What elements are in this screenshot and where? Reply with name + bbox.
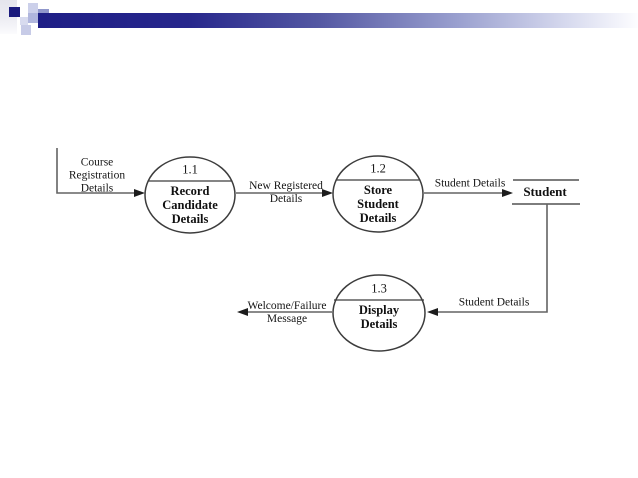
flow-label-line: Details bbox=[80, 182, 114, 195]
flow-label-line: New Registered bbox=[249, 180, 323, 192]
arrowhead-into-student-entity bbox=[502, 189, 513, 197]
flow-label-welcome-failure: Welcome/Failure Message bbox=[248, 300, 327, 326]
process-1-name: Record Candidate Details bbox=[162, 184, 218, 226]
process-name-line: Record bbox=[170, 184, 210, 198]
decor-square bbox=[21, 25, 31, 35]
process-name-line: Details bbox=[359, 211, 397, 225]
flow-label-new-registered: New Registered Details bbox=[249, 180, 323, 206]
decor-square-dark bbox=[9, 7, 20, 17]
student-entity-label: Student bbox=[523, 184, 567, 199]
process-2-number: 1.2 bbox=[370, 161, 386, 176]
arrowhead-into-process-3 bbox=[427, 308, 438, 316]
flow-label-course-registration: Course Registration Details bbox=[69, 157, 125, 196]
flow-label-line: Student Details bbox=[458, 296, 530, 309]
flow-label-line: Details bbox=[269, 193, 303, 205]
process-3-ellipse bbox=[332, 274, 426, 352]
arrowhead-into-process-1 bbox=[134, 189, 145, 197]
flow-label-line: Welcome/Failure bbox=[247, 300, 327, 312]
process-2-ellipse bbox=[332, 155, 424, 233]
process-name-line: Details bbox=[360, 317, 398, 331]
flow-student-details-in-line bbox=[437, 204, 548, 313]
flow-label-student-details-bottom: Student Details bbox=[459, 297, 530, 310]
process-1-ellipse bbox=[144, 156, 236, 234]
flow-label-line: Course bbox=[80, 156, 114, 169]
arrowhead-welcome-failure bbox=[237, 308, 248, 316]
process-1-number: 1.1 bbox=[182, 162, 198, 177]
flow-label-line: Student Details bbox=[434, 177, 506, 190]
title-bar-gradient bbox=[38, 13, 638, 28]
process-name-line: Display bbox=[358, 303, 400, 317]
arrowhead-into-process-2 bbox=[322, 189, 333, 197]
process-name-line: Candidate bbox=[162, 198, 218, 212]
process-name-line: Student bbox=[357, 197, 399, 211]
process-3-number: 1.3 bbox=[371, 281, 387, 296]
process-2-name: Store Student Details bbox=[357, 183, 399, 225]
flow-label-student-details-top: Student Details bbox=[435, 178, 506, 191]
process-name-line: Details bbox=[171, 212, 209, 226]
decor-square bbox=[20, 17, 28, 25]
decor-square bbox=[28, 3, 38, 13]
flow-label-line: Registration bbox=[68, 169, 126, 182]
flow-label-line: Message bbox=[266, 313, 308, 325]
flow-course-registration-line bbox=[56, 148, 135, 194]
process-3-name: Display Details bbox=[359, 303, 399, 331]
process-name-line: Store bbox=[363, 183, 393, 197]
decor-square bbox=[28, 13, 38, 23]
